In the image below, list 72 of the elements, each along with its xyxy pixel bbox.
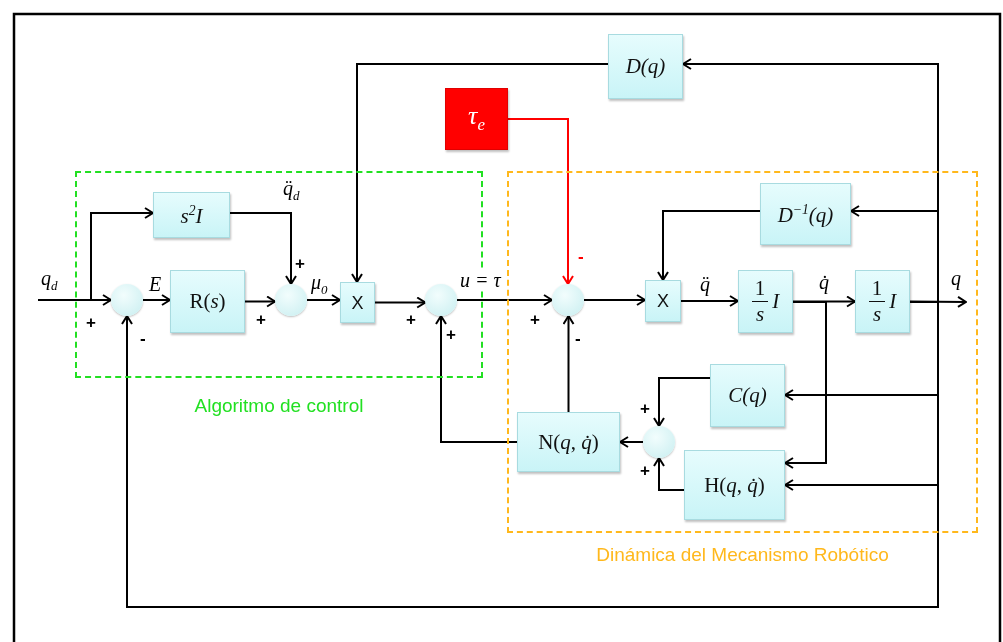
block-box	[645, 280, 681, 322]
signal-arrow	[244, 295, 277, 308]
block-box	[340, 282, 375, 323]
sign-label: -	[578, 248, 584, 265]
signal-arrow	[435, 315, 518, 443]
signal-arrow	[653, 377, 711, 427]
sign-label: +	[86, 314, 96, 331]
block-label: N(q, q̇)	[538, 431, 599, 453]
block-box	[517, 412, 620, 472]
block-label: X	[351, 293, 364, 312]
input-block	[445, 88, 508, 150]
signal-arrow	[583, 294, 646, 306]
fraction-numerator: 1	[868, 278, 886, 302]
signal-arrow	[121, 301, 939, 608]
signal-label: E	[148, 274, 163, 294]
sign-label: +	[295, 255, 305, 272]
summing-junction	[643, 426, 675, 458]
summing-junction	[425, 284, 457, 316]
sign-label: +	[446, 326, 456, 343]
summing-junction	[552, 284, 584, 316]
signal-arrow	[653, 457, 685, 491]
signal-arrow	[142, 294, 171, 306]
block-label: C(q)	[728, 385, 767, 406]
block-label: τ$_{e}$	[468, 103, 485, 135]
signal-arrow	[306, 294, 341, 306]
fraction-denominator: s	[872, 302, 882, 325]
signal-arrow	[657, 210, 761, 281]
fraction-numerator: 1	[751, 278, 769, 302]
sign-label: -	[575, 330, 581, 347]
signal-label: q̈	[699, 274, 711, 294]
block-box	[684, 450, 785, 520]
region-title: Algoritmo de control	[193, 395, 365, 417]
signal-arrow	[229, 212, 297, 285]
sign-label: +	[640, 400, 650, 417]
region-title: Dinámica del Mecanismo Robótico	[595, 544, 890, 566]
block-label: I	[889, 291, 897, 312]
sign-label: +	[256, 311, 266, 328]
block-label: D$^{−1}$(q)	[777, 202, 834, 226]
signal-label: q̇	[818, 272, 830, 292]
signal-label: u = τ	[459, 270, 502, 290]
signal-arrow	[850, 205, 939, 303]
block-box	[760, 183, 851, 245]
signal-arrow	[90, 207, 154, 301]
summing-junction	[275, 284, 307, 316]
signal-arrow	[374, 296, 427, 309]
block-box	[170, 270, 245, 333]
signal-arrow	[507, 118, 574, 285]
block-box	[608, 34, 683, 99]
signal-arrow	[784, 301, 827, 469]
summing-junction	[111, 284, 143, 316]
sign-label: -	[140, 330, 146, 347]
block-label: s$^{2}$I	[180, 203, 203, 227]
integrator-block	[855, 270, 910, 333]
block-label: I	[772, 291, 780, 312]
sign-label: +	[640, 462, 650, 479]
block-label: R(s)	[189, 291, 226, 312]
signal-arrow	[351, 63, 609, 283]
signal-label: q̈$_{d}$	[282, 178, 301, 202]
block-label: H(q, q̇)	[704, 474, 765, 496]
signal-arrow	[562, 315, 575, 413]
fraction-denominator: s	[755, 302, 765, 325]
block-label: X	[657, 292, 669, 310]
signal-arrow	[680, 295, 739, 307]
signal-arrow	[456, 294, 553, 306]
block-box	[710, 364, 785, 427]
block-box	[153, 192, 230, 238]
signal-arrow	[619, 436, 644, 448]
block-label: D(q)	[625, 56, 666, 77]
sign-label: +	[530, 311, 540, 328]
integrator-block	[738, 270, 793, 333]
signal-arrow	[37, 294, 112, 306]
sign-label: +	[406, 311, 416, 328]
